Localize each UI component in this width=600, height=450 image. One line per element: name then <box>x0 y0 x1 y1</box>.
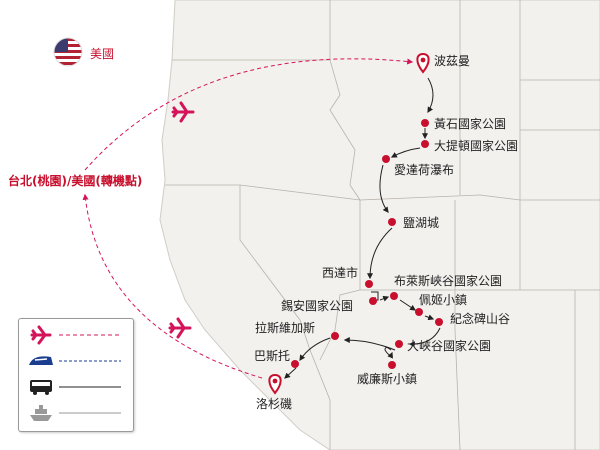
land-mass <box>159 0 600 450</box>
stop-label-grand-canyon: 大峽谷國家公園 <box>407 339 492 353</box>
location-pin-icon <box>416 52 430 74</box>
stop-label-page: 佩姬小鎮 <box>419 293 468 307</box>
flight-routes <box>82 58 414 379</box>
stop-label-salt-lake: 鹽湖城 <box>403 216 440 230</box>
stop-label-williams: 威廉斯小鎮 <box>357 372 418 386</box>
stop-label-los-angeles: 洛杉磯 <box>256 397 293 411</box>
state-borders <box>165 0 600 450</box>
stop-label-bryce: 布萊斯峽谷國家公園 <box>394 274 503 288</box>
stop-label-idaho-falls: 愛達荷瀑布 <box>394 163 455 177</box>
ship-icon <box>30 405 52 421</box>
stop-label-las-vegas: 拉斯維加斯 <box>255 321 316 335</box>
country-label: 美國 <box>90 47 115 61</box>
airplane-icon <box>171 101 195 123</box>
bus-icon <box>30 380 52 395</box>
stop-label-barstow: 巴斯托 <box>254 349 291 363</box>
stop-label-moab: 西達市 <box>322 266 359 280</box>
stop-label-zion: 錫安國家公園 <box>281 299 354 313</box>
stop-label-bozeman: 波茲曼 <box>434 54 471 68</box>
location-pin-icon <box>268 373 282 395</box>
legend-canvas <box>29 325 121 421</box>
train-icon <box>29 356 53 365</box>
us-flag-icon <box>53 37 83 67</box>
bus-route <box>284 77 441 379</box>
stop-dots <box>291 119 443 369</box>
stop-label-grand-teton: 大提頓國家公園 <box>434 139 519 153</box>
stop-label-monument-valley: 紀念碑山谷 <box>450 312 511 326</box>
airplane-icon <box>168 317 192 339</box>
legend <box>18 318 134 432</box>
stop-label-yellowstone: 黃石國家公園 <box>434 117 507 131</box>
hub-label: 台北(桃園)/美國(轉機點) <box>8 174 143 188</box>
airplane-icon <box>30 325 52 345</box>
